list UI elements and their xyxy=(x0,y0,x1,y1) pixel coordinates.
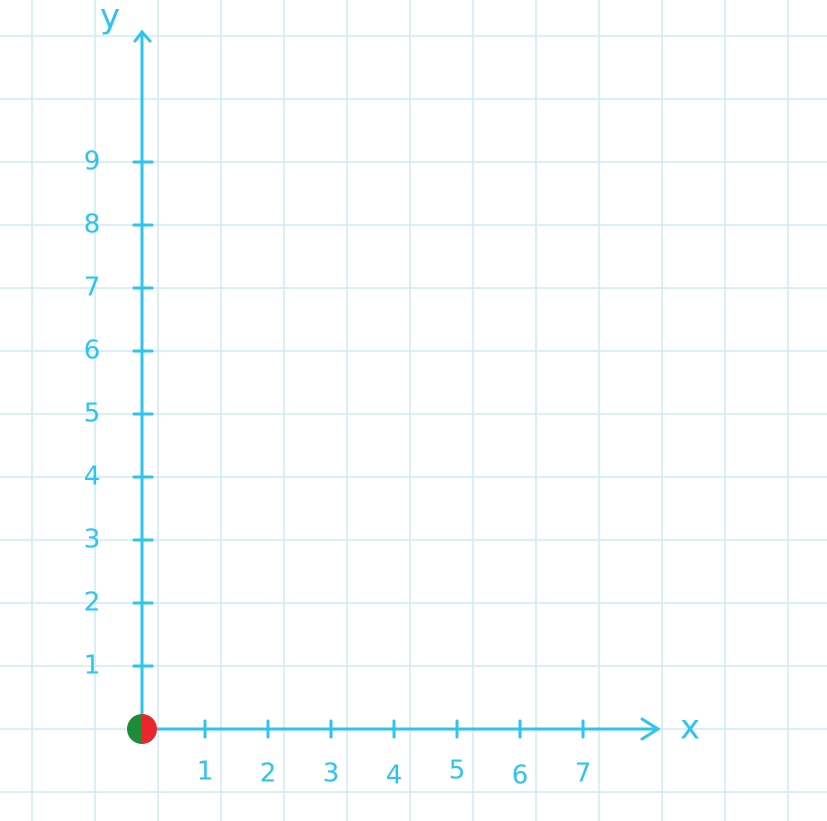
y-axis-arrowhead xyxy=(133,29,152,43)
y-tick-label: 4 xyxy=(84,462,101,492)
origin-point-left-half xyxy=(127,714,142,744)
y-axis-label: y xyxy=(100,0,120,37)
x-tick-label: 1 xyxy=(197,757,214,787)
y-tick-label: 6 xyxy=(84,336,101,366)
axes: x y xyxy=(100,0,700,748)
y-tick-label: 9 xyxy=(84,147,101,177)
x-tick-label: 6 xyxy=(512,761,529,791)
x-tick-label: 2 xyxy=(260,759,277,789)
x-tick-label: 5 xyxy=(449,756,466,786)
y-ticks: 1 2 3 4 5 6 7 8 9 xyxy=(84,147,154,681)
origin-point xyxy=(127,714,157,744)
y-tick-label: 8 xyxy=(84,210,101,240)
x-ticks: 1 2 3 4 5 6 7 xyxy=(197,719,592,791)
x-axis-label: x xyxy=(680,708,700,748)
y-tick-label: 5 xyxy=(84,399,101,429)
y-tick-label: 7 xyxy=(84,273,101,303)
y-tick-label: 3 xyxy=(84,525,101,555)
y-tick-label: 1 xyxy=(84,651,101,681)
x-axis-arrowhead xyxy=(640,717,661,741)
y-tick-label: 2 xyxy=(84,588,101,618)
x-tick-label: 3 xyxy=(323,759,340,789)
x-tick-label: 4 xyxy=(386,761,403,791)
data-points xyxy=(127,714,157,744)
origin-point-right-half xyxy=(142,714,157,744)
x-tick-label: 7 xyxy=(575,759,592,789)
